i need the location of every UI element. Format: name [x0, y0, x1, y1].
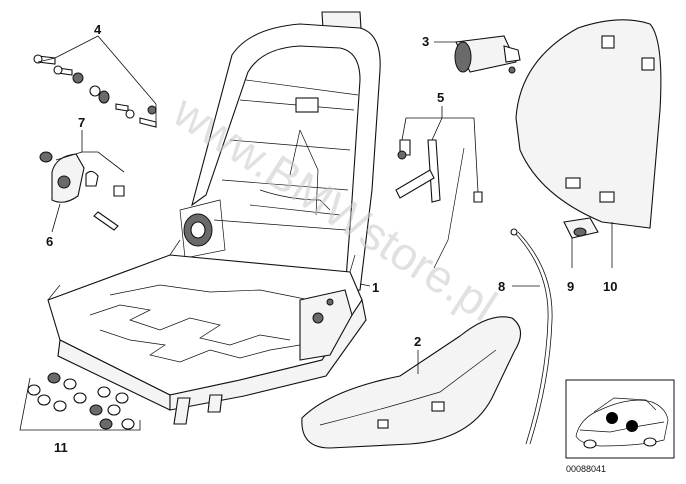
- callout-10[interactable]: 10: [603, 279, 617, 294]
- seat-motor-part[interactable]: [454, 35, 521, 74]
- bolt-set-part[interactable]: [33, 54, 157, 128]
- recliner-cover-part[interactable]: [39, 151, 125, 231]
- callout-1[interactable]: 1: [372, 280, 379, 295]
- car-locator-inset: 00088041: [565, 379, 675, 474]
- side-trim-panel-part[interactable]: [301, 316, 522, 449]
- nut-set-part[interactable]: [27, 372, 135, 430]
- callout-3[interactable]: 3: [422, 34, 429, 49]
- seat-highlight-dot-left: [606, 412, 618, 424]
- callout-5[interactable]: 5: [437, 90, 444, 105]
- callout-7[interactable]: 7: [78, 115, 85, 130]
- callout-labels: 1 2 3 4 5 6 7 8 9 10 11: [46, 22, 617, 455]
- bowden-cable-part[interactable]: [510, 228, 553, 445]
- callout-2[interactable]: 2: [414, 334, 421, 349]
- callout-11[interactable]: 11: [54, 440, 68, 455]
- backrest-panel-part[interactable]: [515, 19, 662, 229]
- drawing-number: 00088041: [566, 464, 606, 474]
- link-rod-set-part[interactable]: [395, 139, 483, 269]
- seat-switch-part[interactable]: [563, 217, 599, 239]
- seat-frame-part[interactable]: [47, 11, 381, 425]
- callout-6[interactable]: 6: [46, 234, 53, 249]
- callout-9[interactable]: 9: [567, 279, 574, 294]
- callout-4[interactable]: 4: [94, 22, 102, 37]
- seat-highlight-dot-right: [626, 420, 638, 432]
- callout-8[interactable]: 8: [498, 279, 505, 294]
- leader-lines: [19, 35, 613, 431]
